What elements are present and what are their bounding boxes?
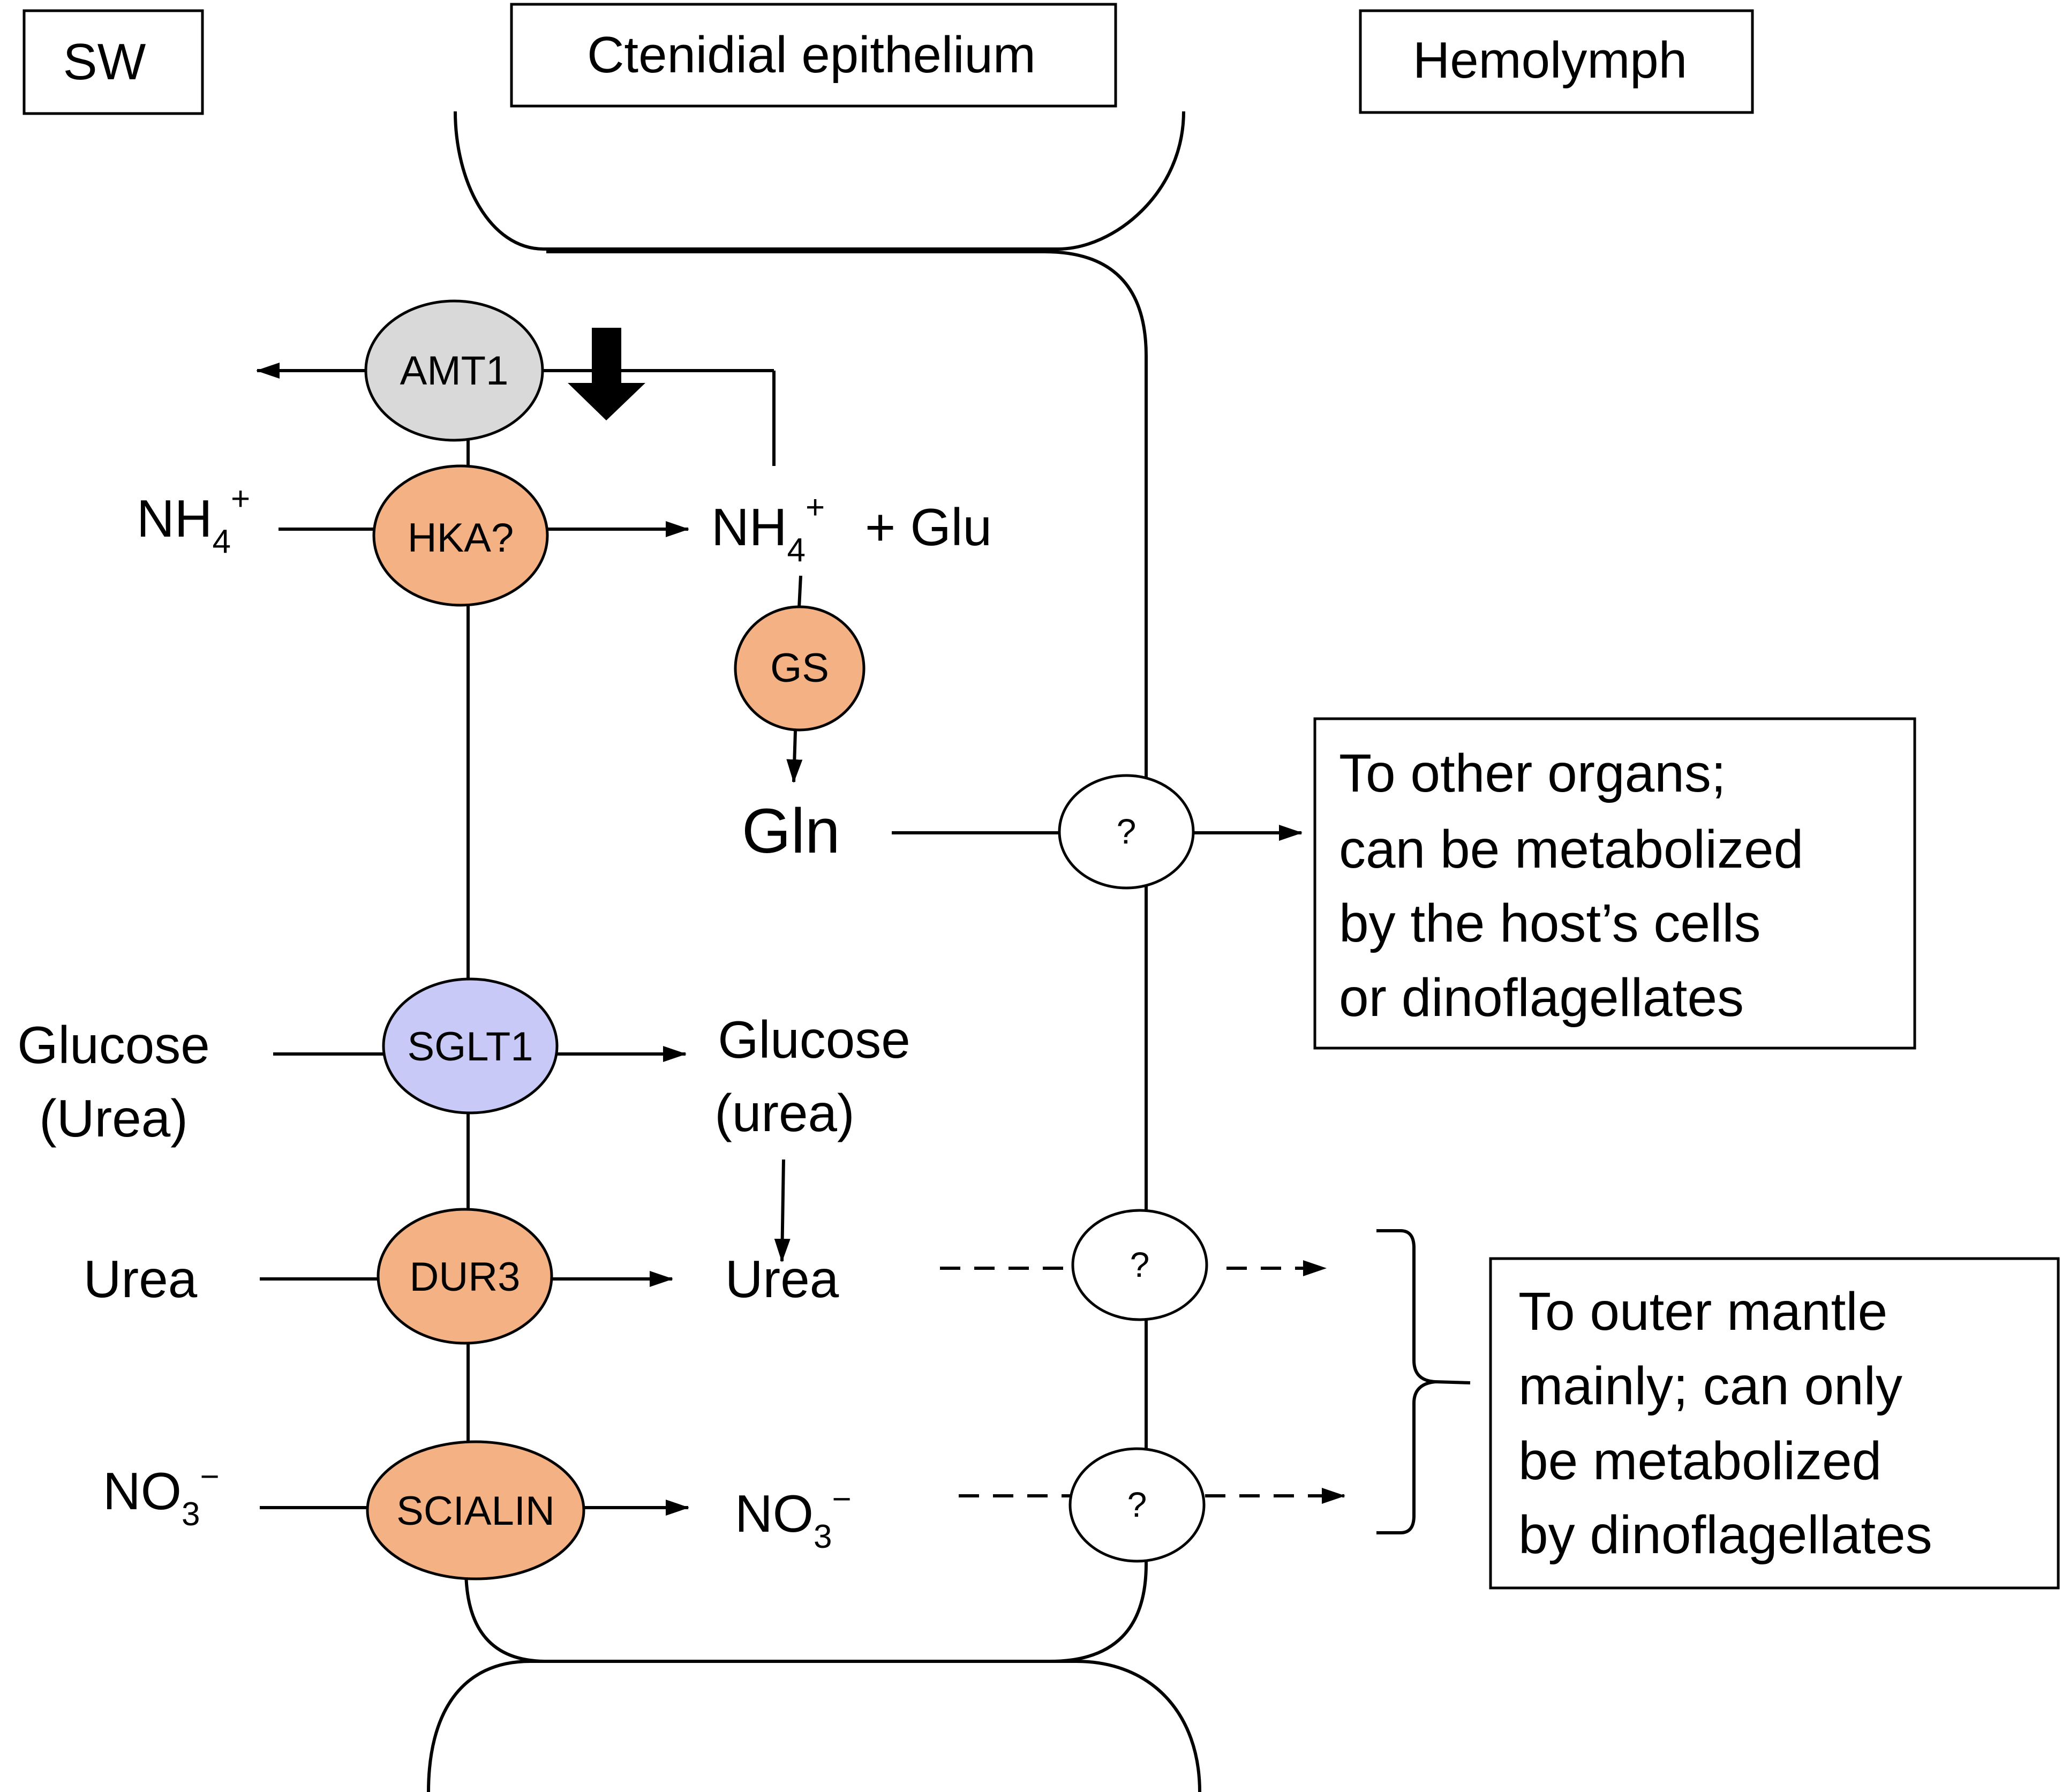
nh4-cell-sub: 4 (787, 532, 806, 569)
urea-unknown-transporter: ? (1071, 1209, 1208, 1321)
no3-seawater-sub: 3 (182, 1496, 200, 1533)
nh4-cell-sup: + (806, 489, 825, 526)
no3-unknown-label: ? (1127, 1485, 1147, 1524)
gs-input-line (797, 575, 802, 608)
outer-mantle-brace (1376, 1229, 1471, 1534)
no3-unknown-transporter: ? (1068, 1447, 1206, 1563)
other-organs-note: To other organs; can be metabolized by t… (1313, 717, 1916, 1050)
glucose-seawater-label: Glucose (17, 1015, 210, 1074)
amt1-label: AMT1 (400, 348, 509, 394)
downregulation-arrow-icon (568, 328, 645, 420)
hka-transporter: HKA? (372, 464, 549, 607)
nh4-glu-intracellular: NH4+ + Glu (711, 489, 992, 569)
no3-seawater-sup: − (200, 1458, 219, 1495)
header-sw-label: SW (63, 33, 146, 91)
sglt1-transporter: SGLT1 (382, 977, 559, 1115)
header-hemolymph-label: Hemolymph (1413, 32, 1687, 89)
gln-unknown-label: ? (1117, 811, 1137, 851)
scialin-transporter: SCIALIN (366, 1440, 585, 1580)
glucose-cell-label: Glucose (718, 1010, 910, 1069)
sglt1-label: SGLT1 (407, 1024, 533, 1070)
other-organs-line-2: can be metabolized (1339, 819, 1803, 879)
urea-seawater-label: Urea (84, 1249, 198, 1308)
no3-intracellular: NO3− (735, 1481, 852, 1555)
outer-mantle-line-3: be metabolized (1518, 1431, 1882, 1491)
no3-cell-sub: 3 (814, 1518, 832, 1555)
header-hemolymph: Hemolymph (1359, 9, 1754, 114)
nh4-seawater-base: NH (137, 489, 213, 548)
urea-paren-cell-label: (urea) (714, 1083, 854, 1142)
nh4-seawater-sub: 4 (213, 523, 231, 560)
gs-label: GS (770, 645, 829, 691)
other-organs-line-3: by the host’s cells (1339, 893, 1760, 953)
nh4-seawater: NH4+ (137, 480, 250, 560)
urea-unknown-label: ? (1130, 1245, 1150, 1284)
no3-seawater: NO3− (103, 1458, 220, 1533)
svg-text:NO3−: NO3− (735, 1481, 852, 1555)
glu-label: + Glu (865, 498, 992, 556)
dur3-transporter: DUR3 (377, 1208, 553, 1345)
no3-seawater-base: NO (103, 1462, 182, 1520)
header-sw: SW (22, 9, 204, 115)
amt1-transporter: AMT1 (364, 299, 544, 442)
header-epithelium-label: Ctenidial epithelium (587, 26, 1036, 84)
neighbor-cell-top-outline (454, 111, 1185, 251)
outer-mantle-line-4: by dinoflagellates (1518, 1505, 1932, 1565)
outer-mantle-line-2: mainly; can only (1518, 1356, 1902, 1416)
outer-mantle-line-1: To outer mantle (1518, 1282, 1887, 1342)
svg-text:NH4+: NH4+ (711, 489, 825, 569)
other-organs-line-4: or dinoflagellates (1339, 968, 1744, 1028)
nh4-cell-base: NH (711, 498, 787, 556)
dur3-label: DUR3 (410, 1254, 521, 1300)
glucose-to-urea-arrow (774, 1159, 791, 1262)
epithelial-cell-outline (464, 250, 1148, 1663)
svg-text:NO3−: NO3− (103, 1458, 220, 1533)
gs-output-arrow (786, 731, 803, 783)
other-organs-line-1: To other organs; (1339, 743, 1726, 803)
neighbor-cell-bottom-outline (427, 1660, 1201, 1792)
outer-mantle-note: To outer mantle mainly; can only be meta… (1489, 1257, 2060, 1590)
urea-paren-seawater-label: (Urea) (39, 1089, 188, 1148)
nh4-seawater-sup: + (231, 480, 250, 517)
scialin-label: SCIALIN (396, 1488, 555, 1534)
gs-enzyme: GS (734, 605, 866, 732)
hka-label: HKA? (408, 515, 514, 561)
gln-label: Gln (742, 796, 840, 867)
gln-unknown-transporter: ? (1058, 774, 1195, 890)
no3-cell-sup: − (832, 1481, 851, 1518)
no3-cell-base: NO (735, 1484, 814, 1543)
urea-cell-label: Urea (725, 1249, 839, 1308)
svg-text:NH4+: NH4+ (137, 480, 250, 560)
header-epithelium: Ctenidial epithelium (510, 3, 1117, 108)
